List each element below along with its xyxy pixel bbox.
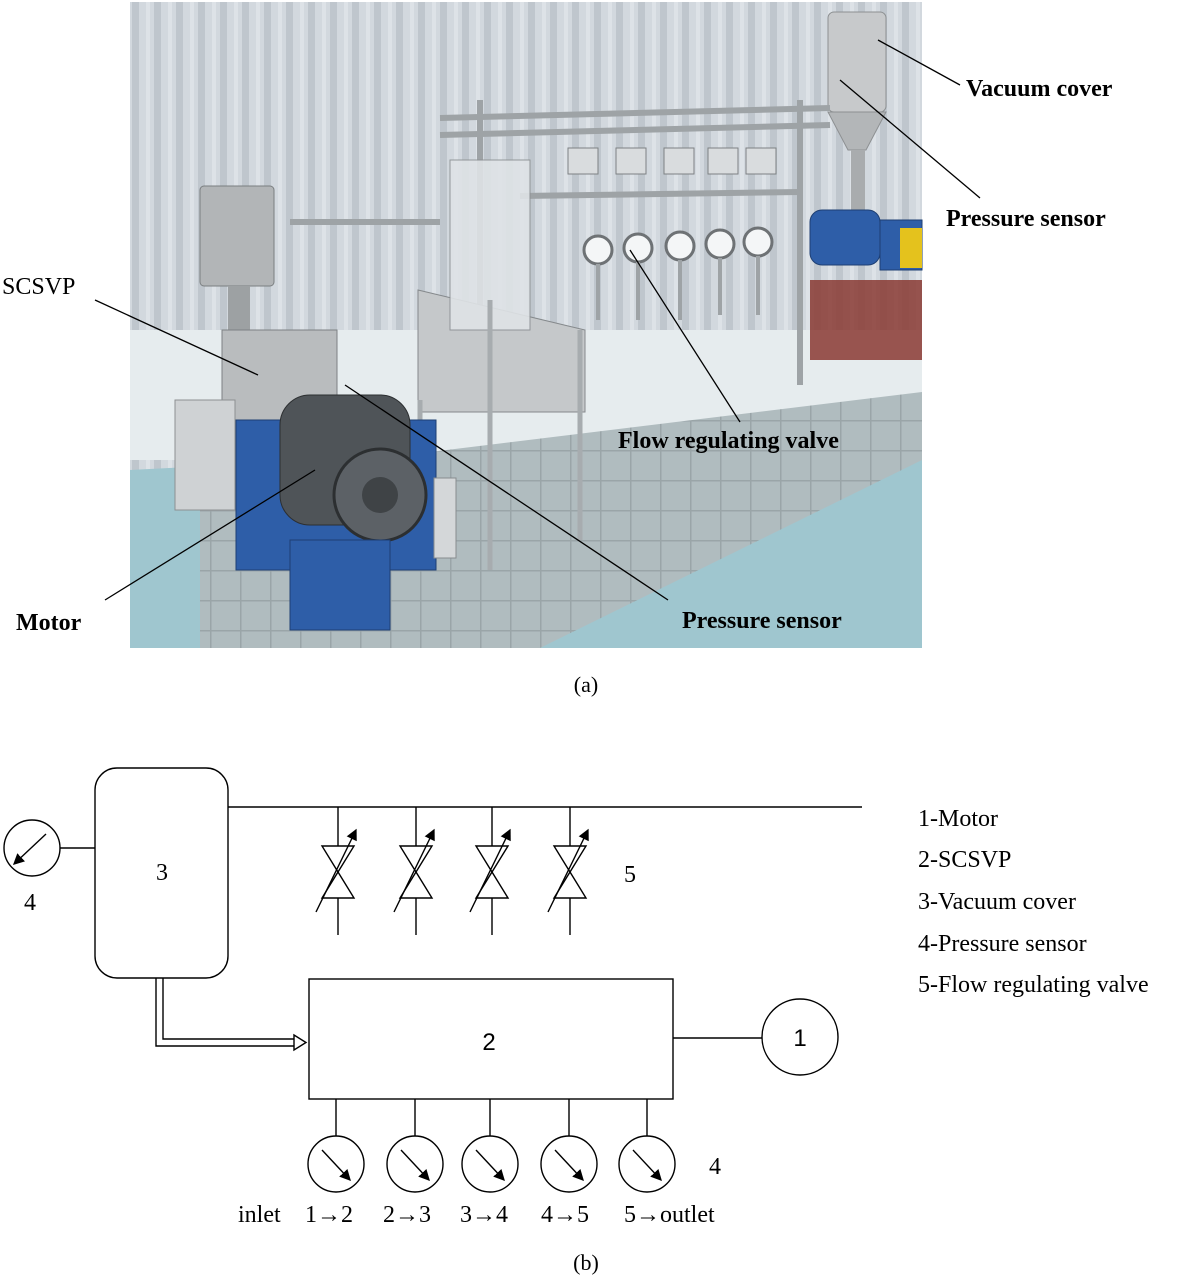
valve-symbol-1 [315,807,357,935]
label-flow-regulating-valve: Flow regulating valve [618,428,839,454]
label-pressure-sensor-bottom: Pressure sensor [682,608,842,634]
water-tank-photo [417,159,586,570]
node-label-2: 2 [482,1029,495,1056]
legend-item-4: 4-Pressure sensor [918,931,1087,957]
position-inlet: inlet [238,1202,281,1228]
node-label-1: 1 [793,1025,806,1052]
label-scsvp: SCSVP [2,274,75,300]
schematic-panel [3,767,862,1193]
vacuum-cover-box [94,767,229,979]
legend-item-3: 3-Vacuum cover [918,889,1076,915]
filter-canister-photo [199,185,275,336]
label-vacuum-cover: Vacuum cover [966,76,1113,102]
bottom-gauge-5 [618,1099,676,1193]
vacuum-cover-photo [827,11,887,210]
caption-a: (a) [574,672,598,697]
leader-lines [94,39,981,601]
position-5-outlet: 5→outlet [624,1202,715,1228]
bottom-pressure-sensor-photo [433,477,457,559]
node-label-5: 5 [624,862,636,888]
position-1-2: 1→2 [305,1202,353,1228]
legend-item-5: 5-Flow regulating valve [918,972,1149,998]
valve-symbol-4 [547,807,589,935]
motor-photo [235,394,437,631]
node-label-4-left: 4 [24,890,36,916]
legend-item-1: 1-Motor [918,806,998,832]
position-3-4: 3→4 [460,1202,508,1228]
bottom-gauge-2 [386,1099,444,1193]
scsvp-box [308,978,674,1100]
bottom-gauge-3 [461,1099,519,1193]
valve-symbol-2 [393,807,435,935]
photo-panel: Vacuum cover Pressure sensor SCSVP Flow … [2,2,1113,648]
bottom-gauge-1 [307,1099,365,1193]
caption-b: (b) [573,1250,599,1275]
flow-arrow-head [293,1033,308,1052]
motor-circle [761,998,839,1076]
left-gauge-needle [12,833,47,865]
scsvp-pump-photo [174,329,338,511]
flow-path-inner [162,978,300,1040]
node-label-4-right: 4 [709,1154,721,1180]
position-4-5: 4→5 [541,1202,589,1228]
label-pressure-sensor-top: Pressure sensor [946,206,1106,232]
valve-symbol-3 [469,807,511,935]
label-motor: Motor [16,610,82,636]
aux-pumps-photo [809,209,923,360]
flow-path-outer [155,978,300,1047]
valve-row-photo [567,147,777,320]
bottom-gauge-4 [540,1099,598,1193]
position-2-3: 2→3 [383,1202,431,1228]
legend-item-2: 2-SCSVP [918,847,1011,873]
node-label-3: 3 [156,860,168,886]
